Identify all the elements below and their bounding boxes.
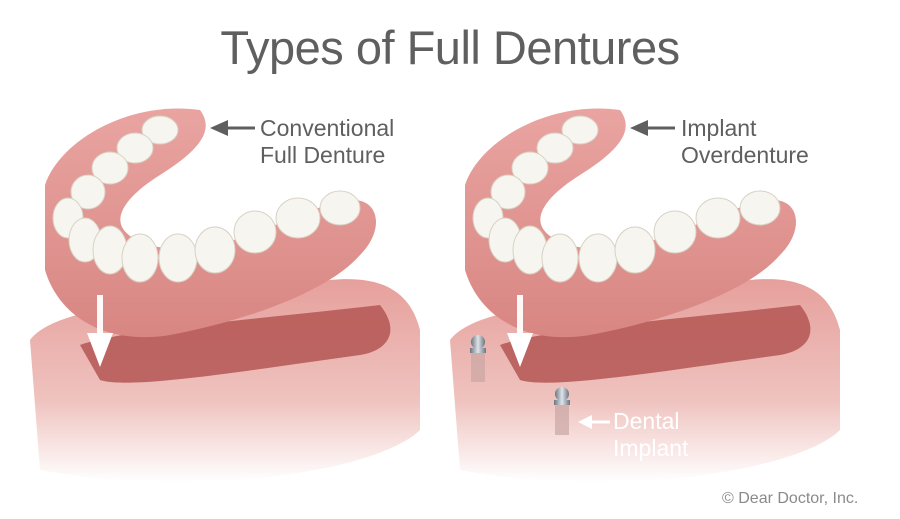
implant-post-left: [470, 335, 486, 382]
conventional-denture-illustration: [30, 108, 420, 483]
label-line: Dental: [613, 408, 680, 434]
page-title: Types of Full Dentures: [220, 21, 680, 74]
label-line: Implant: [681, 115, 757, 141]
conventional-denture-label: Conventional Full Denture: [260, 115, 394, 169]
implant-post-right: [554, 387, 570, 435]
copyright-text: © Dear Doctor, Inc.: [722, 490, 859, 507]
implant-overdenture-illustration: [450, 108, 840, 483]
implant-overdenture-label: Implant Overdenture: [681, 115, 809, 169]
dental-implant-label: Dental Implant: [613, 408, 688, 462]
label-line: Full Denture: [260, 142, 386, 168]
label-line: Implant: [613, 435, 689, 461]
label-line: Conventional: [260, 115, 395, 141]
label-line: Overdenture: [681, 142, 809, 168]
